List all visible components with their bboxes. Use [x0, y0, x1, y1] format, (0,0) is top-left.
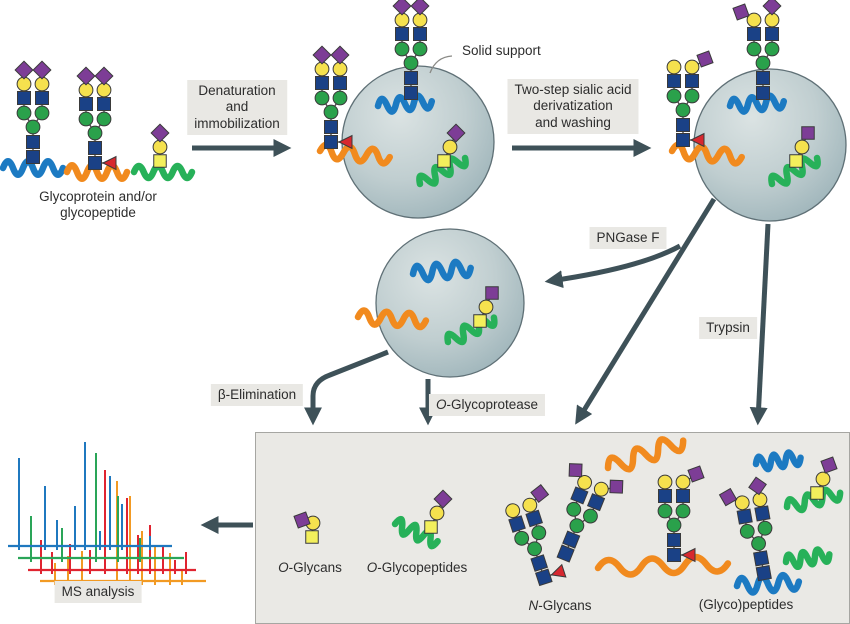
glycopeptide-green [130, 162, 196, 182]
product-peptide-blue [752, 449, 804, 473]
o-glycan [424, 489, 453, 534]
bead2-peptide-blue [726, 92, 788, 115]
o-glycan [473, 286, 499, 328]
n-glycan [718, 476, 773, 582]
trypsin-label: Trypsin [699, 317, 757, 340]
ms-spectrum-series-green [18, 453, 184, 562]
bead1-peptide-blue [374, 92, 436, 115]
o-glycan [150, 123, 170, 168]
o-glycan [437, 123, 466, 168]
product-glycopeptide-blue [733, 571, 803, 596]
product-o-glycopeptide-green [391, 515, 441, 550]
bead1-peptide-green [416, 154, 469, 188]
product-peptide-green [782, 546, 833, 571]
ms-spectrum [8, 442, 206, 585]
bead2-peptide-green [768, 154, 821, 188]
o-glycan [810, 456, 838, 500]
o-glycan [789, 126, 815, 168]
o-glycan [293, 511, 321, 544]
n-glycan [312, 45, 353, 150]
ms-spectrum-series-blue [8, 442, 172, 550]
n-glycan [657, 465, 705, 563]
n-glycan [732, 0, 782, 100]
n-glycans-label: N-Glycans [528, 598, 592, 613]
n-glycan [76, 66, 117, 171]
glycoprotein-orange [63, 161, 131, 183]
product-glycopeptide-orange [594, 553, 732, 578]
bead1-peptide-orange [316, 141, 393, 167]
arrow-beta-elimination [304, 349, 389, 426]
step-derivatization-label: Two-step sialic acid derivatization and … [507, 79, 639, 135]
product-o-glycopeptide-green-2 [783, 486, 844, 514]
o-glycopeptides-label: O-Glycopeptides [366, 560, 468, 575]
n-glycan [666, 50, 714, 148]
ms-analysis-label: MS analysis [54, 581, 142, 604]
solid-support-label: Solid support [462, 43, 541, 58]
n-glycan [14, 60, 52, 164]
beta-elimination-label: β-Elimination [210, 384, 304, 407]
o-glycans-label: O-Glycans [278, 560, 342, 575]
solid-support-leader-line [429, 55, 453, 74]
solid-support-bead [375, 228, 525, 378]
o-glycoprotease-label: O-Glycoprotease [428, 394, 546, 417]
bead2-peptide-orange [668, 141, 745, 167]
arrow-pngase-to-box [575, 197, 717, 425]
glycoprotein-blue [0, 157, 67, 179]
arrow-trypsin [749, 223, 771, 426]
step-denaturation-label: Denaturation and immobilization [187, 80, 287, 136]
source-label: Glycoprotein and/or glycopeptide [39, 189, 157, 221]
pngase-f-label: PNGase F [589, 227, 667, 250]
glyco-peptides-label: (Glyco)peptides [698, 597, 794, 612]
product-peptide-orange [604, 436, 687, 473]
n-glycan [505, 484, 567, 587]
bead3-peptide-orange [354, 307, 430, 331]
arrow-pngase-to-bead [544, 243, 682, 289]
bead3-peptide-blue [409, 258, 474, 284]
n-glycan [392, 0, 430, 100]
n-glycan [556, 463, 624, 563]
